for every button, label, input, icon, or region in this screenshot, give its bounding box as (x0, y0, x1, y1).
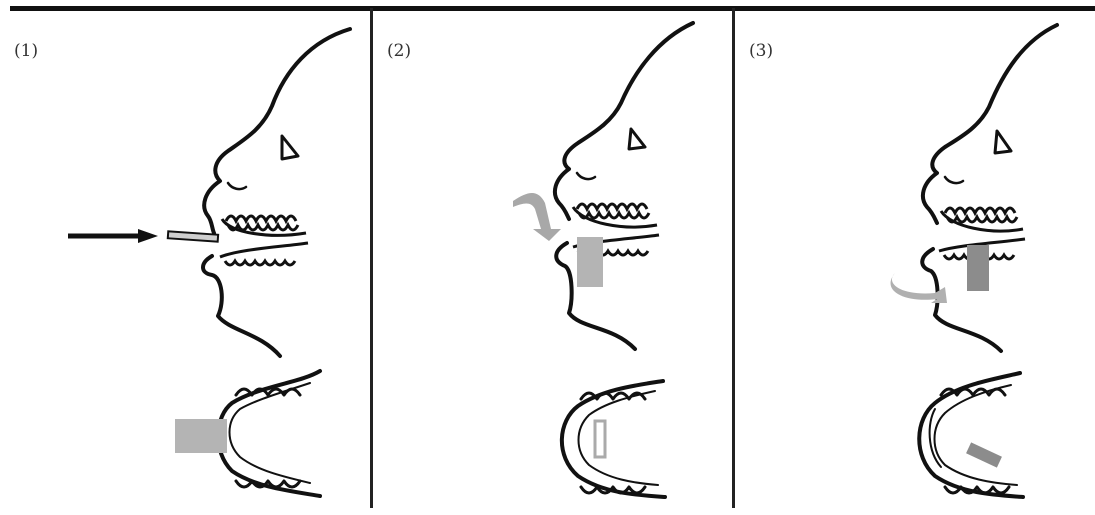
insertion-motion-arrow (513, 193, 561, 241)
step-3-illustration (735, 11, 1095, 508)
gel-tray-top (595, 421, 605, 457)
gel-tray-side (168, 231, 218, 241)
face-profile (203, 29, 350, 356)
step-1-illustration (0, 11, 370, 508)
gel-tray-top (175, 419, 227, 453)
panel-step-3: (3) (735, 11, 1095, 508)
insertion-arrow (68, 229, 158, 243)
dental-arch-top-view (218, 371, 320, 496)
dental-arch-top-view (562, 381, 665, 497)
panel-step-2: (2) (373, 11, 732, 508)
lower-teeth (220, 243, 308, 265)
face-profile (555, 23, 693, 349)
gel-tray-top (966, 442, 1002, 467)
upper-teeth (222, 216, 306, 235)
gel-tray-side (577, 237, 603, 287)
dental-arch-top-view (919, 373, 1023, 497)
gel-tray-side (967, 245, 989, 291)
upper-teeth (573, 204, 657, 227)
step-2-illustration (373, 11, 732, 508)
upper-teeth (941, 208, 1023, 231)
panel-step-1: (1) (0, 11, 370, 508)
